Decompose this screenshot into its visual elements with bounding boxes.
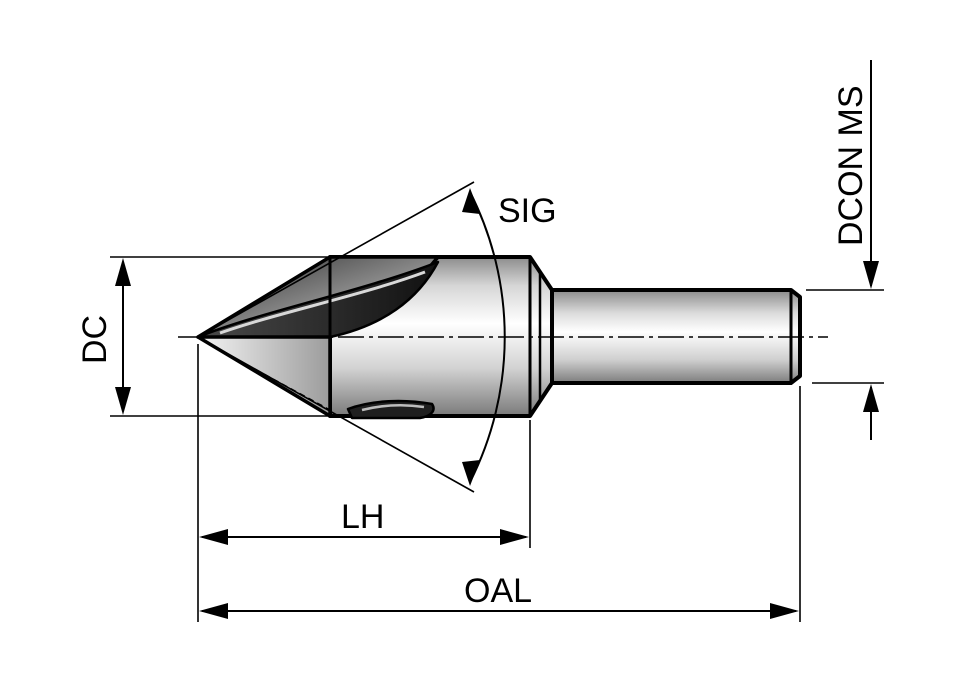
sig-label: SIG	[498, 192, 557, 230]
tool-body	[196, 255, 802, 420]
lh-label: LH	[341, 498, 384, 536]
dcon-ms-dimension: DCON MS	[806, 60, 884, 440]
sig-arrow-upper	[462, 188, 480, 214]
dc-arrow-bottom	[115, 387, 131, 415]
dcon-ms-label: DCON MS	[832, 85, 870, 246]
dc-dimension: DC	[76, 256, 330, 417]
sig-arrow-lower	[462, 460, 480, 486]
upper-flute-highlight	[219, 270, 426, 335]
oal-arrow-left	[199, 603, 228, 619]
sig-extension-lower	[197, 336, 475, 493]
dcon-arrow-top	[863, 261, 879, 289]
lh-arrow-right	[500, 529, 529, 545]
dc-label: DC	[76, 315, 114, 364]
upper-flute	[196, 260, 440, 339]
oal-dimension: OAL	[199, 386, 801, 622]
dc-arrow-top	[115, 258, 131, 286]
sig-extension-upper	[197, 181, 475, 338]
oal-label: OAL	[464, 572, 532, 610]
lh-dimension: LH	[197, 344, 531, 622]
dcon-arrow-bottom	[863, 384, 879, 412]
sig-dimension: SIG	[197, 181, 557, 493]
lh-arrow-left	[199, 529, 228, 545]
oal-arrow-right	[770, 603, 799, 619]
sig-arc	[469, 191, 506, 483]
lower-flute-highlight	[361, 404, 425, 412]
